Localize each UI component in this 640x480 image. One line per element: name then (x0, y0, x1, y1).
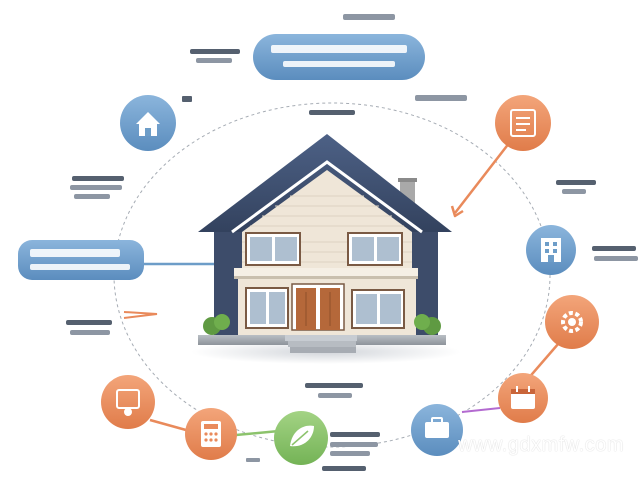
calendar-icon (511, 386, 535, 409)
building-icon (541, 238, 561, 262)
watermark: www.gdxmfw.com (458, 434, 624, 456)
house-icon (136, 112, 160, 136)
node-building (526, 225, 576, 275)
certificate-icon (116, 389, 140, 416)
house-illustration (198, 134, 452, 353)
illegible-labels (66, 14, 638, 471)
node-briefcase (411, 404, 463, 456)
node-house (120, 95, 176, 151)
leaf-icon (290, 425, 314, 447)
node-certificate (101, 375, 155, 429)
node-document (495, 95, 551, 151)
calculator-icon (201, 421, 221, 447)
gear-icon (561, 311, 583, 333)
node-gear (545, 295, 599, 349)
upper-windows (245, 232, 403, 266)
node-calendar (498, 373, 548, 423)
node-calculator (185, 408, 237, 460)
node-leaf (274, 411, 328, 465)
left-banner (18, 240, 144, 280)
briefcase-icon (425, 417, 449, 438)
top-banner (253, 34, 425, 80)
document-icon (510, 109, 536, 137)
